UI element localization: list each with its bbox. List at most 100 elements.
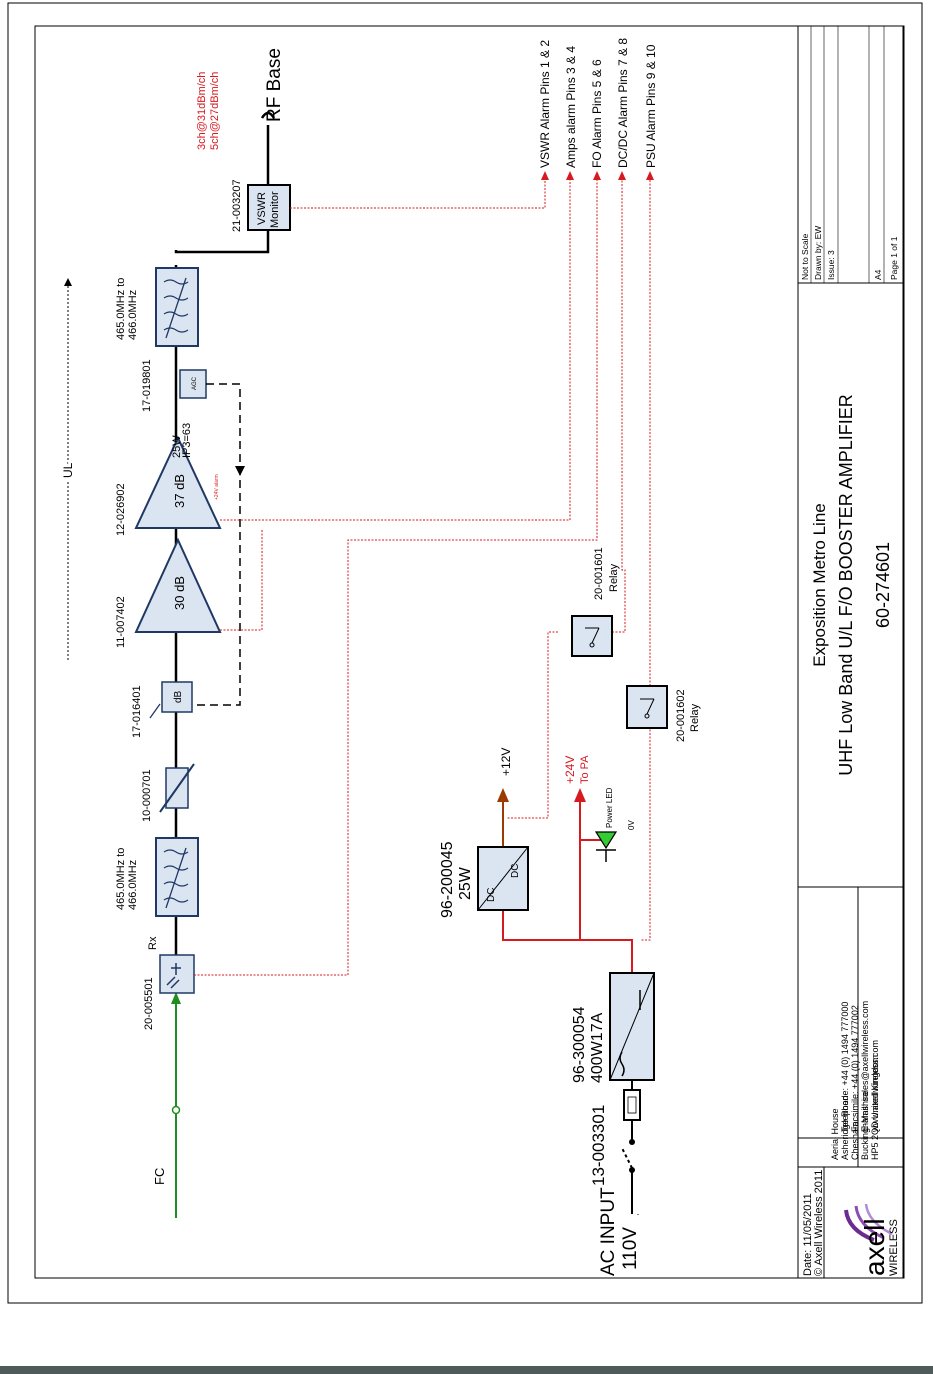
ac-voltage-label: 110V <box>620 1227 641 1270</box>
svg-text:UL: UL <box>61 462 75 478</box>
drawing-number: 60-274601 <box>873 542 893 628</box>
dcdc-block: DC DC 96-200045 25W <box>439 841 529 918</box>
alarm-label-fo: FO Alarm Pins 5 & 6 <box>590 59 604 168</box>
rf-base-connector <box>260 111 276 119</box>
variable-attenuator-part: 17-016401 <box>131 685 143 738</box>
amp2-note: +24V alarm <box>214 474 220 500</box>
relay1-text: Relay <box>608 563 620 592</box>
dc-in-text: DC <box>486 888 497 902</box>
address-line-1: Aerial House <box>830 1108 840 1160</box>
title-block: Date: 11/05/2011 © Axell Wireless 2011 a… <box>797 26 904 1278</box>
fo-receiver-block: 20-005501 Rx <box>143 936 195 1030</box>
dcdc-rating: 25W <box>457 866 474 900</box>
contact-email[interactable]: E-Mail: sales@axellwireless.com <box>860 1001 870 1132</box>
switch-contact-2 <box>629 1167 635 1173</box>
plus24-label: +24V <box>563 756 577 784</box>
address-line-2: Asheridge Road <box>840 1095 850 1160</box>
issue-text: Issue: 3 <box>826 250 836 280</box>
zero-v-label: 0V <box>627 820 636 830</box>
variable-attenuator-text: dB <box>173 690 184 703</box>
amp1-block: 30 dB 11-007402 <box>115 537 222 648</box>
alarm-wiring <box>194 180 651 976</box>
dcdc-part: 96-200045 <box>439 841 456 918</box>
contact-web[interactable]: www.axellwireless.com <box>870 1040 880 1133</box>
drawing-description: UHF Low Band U/L F/O BOOSTER AMPLIFIER <box>836 394 856 775</box>
scale-text: Not to Scale <box>800 233 810 280</box>
switch-contact-1 <box>629 1139 635 1145</box>
address-line-4: Buckinghamshire <box>860 1091 870 1160</box>
power-led: Power LED 0V <box>594 787 636 862</box>
plus12-arrow <box>497 788 509 802</box>
rf-base-label: RF Base <box>264 48 285 122</box>
amp2-part: 12-026902 <box>115 483 127 536</box>
variable-attenuator-block: dB 17-016401 <box>131 681 193 738</box>
page-text: Page 1 of 1 <box>889 236 899 280</box>
ac-input-label: AC INPUT <box>598 1187 619 1276</box>
relay1-block: 20-001601 Relay <box>571 547 620 657</box>
relay2-part: 20-001602 <box>675 689 687 742</box>
logo-word: axell <box>859 1218 890 1276</box>
fuse-part: 13-003301 <box>589 1105 608 1186</box>
alarm-label-dcdc: DC/DC Alarm Pins 7 & 8 <box>616 38 630 168</box>
fo-receiver-part: 20-005501 <box>143 977 155 1030</box>
dc-out-text: DC <box>510 864 521 878</box>
project-title: Exposition Metro Line <box>810 503 829 666</box>
axell-logo: axell WIRELESS <box>844 1203 900 1276</box>
vswr-part: 21-003207 <box>231 179 243 232</box>
psu-rating: 400W17A <box>589 1012 606 1083</box>
contact-fax: Facsimile: +44 (0) 1494 777002 <box>850 1005 860 1132</box>
amp2-gain: 37 dB <box>172 474 187 508</box>
fuse-block <box>623 1089 641 1121</box>
vswr-text-2: Monitor <box>269 191 281 228</box>
fc-label: FC <box>152 1168 167 1185</box>
agc-loop-arrow <box>235 466 245 476</box>
copyright-text: © Axell Wireless 2011 <box>813 1170 825 1276</box>
fixed-attenuator-block: 10-000701 <box>141 763 195 822</box>
relay1-part: 20-001601 <box>593 547 605 600</box>
rf-to-vswr-line <box>174 230 270 254</box>
amp1-gain: 30 dB <box>172 576 187 610</box>
ul-label: UL <box>61 462 75 478</box>
vswr-monitor-block: VSWR Monitor 21-003207 <box>231 179 291 232</box>
relay2-text: Relay <box>689 703 701 732</box>
vswr-text-1: VSWR <box>256 192 268 225</box>
agc-feedback-loop <box>192 383 241 706</box>
psu-block: 96-300054 400W17A <box>571 972 655 1083</box>
size-text: A4 <box>873 269 883 280</box>
logo-sub: WIRELESS <box>888 1219 900 1276</box>
output-filter-part: 465.0MHz to466.0MHz <box>115 278 139 340</box>
output-filter-block: 465.0MHz to466.0MHz <box>115 267 199 347</box>
fiber-arrow <box>171 992 181 1004</box>
agc-text: AGC <box>192 376 198 390</box>
level-3ch: 3ch@31dBm/ch <box>196 72 208 150</box>
plus24-arrow <box>574 788 586 802</box>
alarm-label-amps: Amps alarm Pins 3 & 4 <box>564 46 578 168</box>
footer-bar <box>0 1366 933 1374</box>
switch-lever[interactable] <box>621 1147 633 1169</box>
amp2-power: 25W <box>171 435 183 458</box>
date-text: Date: 11/05/2011 <box>802 1193 814 1276</box>
inner-frame <box>34 25 905 1279</box>
alarm-label-vswr: VSWR Alarm Pins 1 & 2 <box>538 40 552 168</box>
address-line-5: HP5 2QD United Kingdom <box>870 1055 880 1160</box>
address-line-3: Chesham <box>850 1121 860 1160</box>
amp2-ip3: IP3=63 <box>181 423 193 458</box>
contact-phone: Telephone: +44 (0) 1494 777000 <box>840 1002 850 1132</box>
agc-block: AGC 17-019801 <box>141 359 207 412</box>
outer-frame <box>7 2 923 1304</box>
fiber-connector <box>171 1105 181 1115</box>
input-filter-part: 465.0MHz to466.0MHz <box>115 848 139 910</box>
rx-label: Rx <box>147 936 159 950</box>
psu-part: 96-300054 <box>571 1006 588 1083</box>
amp2-block: 37 dB 12-026902 25W IP3=63 +24V alarm <box>115 423 222 536</box>
to-pa-label: To PA <box>579 755 591 784</box>
input-filter-block: 465.0MHz to466.0MHz <box>115 837 199 917</box>
amp1-part: 11-007402 <box>115 596 127 648</box>
fixed-attenuator-part: 10-000701 <box>141 769 153 822</box>
relay2-block: 20-001602 Relay <box>626 685 701 742</box>
agc-part: 17-019801 <box>141 359 153 412</box>
drawn-by-text: Drawn by: EW <box>813 226 823 280</box>
plus12-label: +12V <box>499 748 513 776</box>
power-led-label: Power LED <box>605 787 614 828</box>
